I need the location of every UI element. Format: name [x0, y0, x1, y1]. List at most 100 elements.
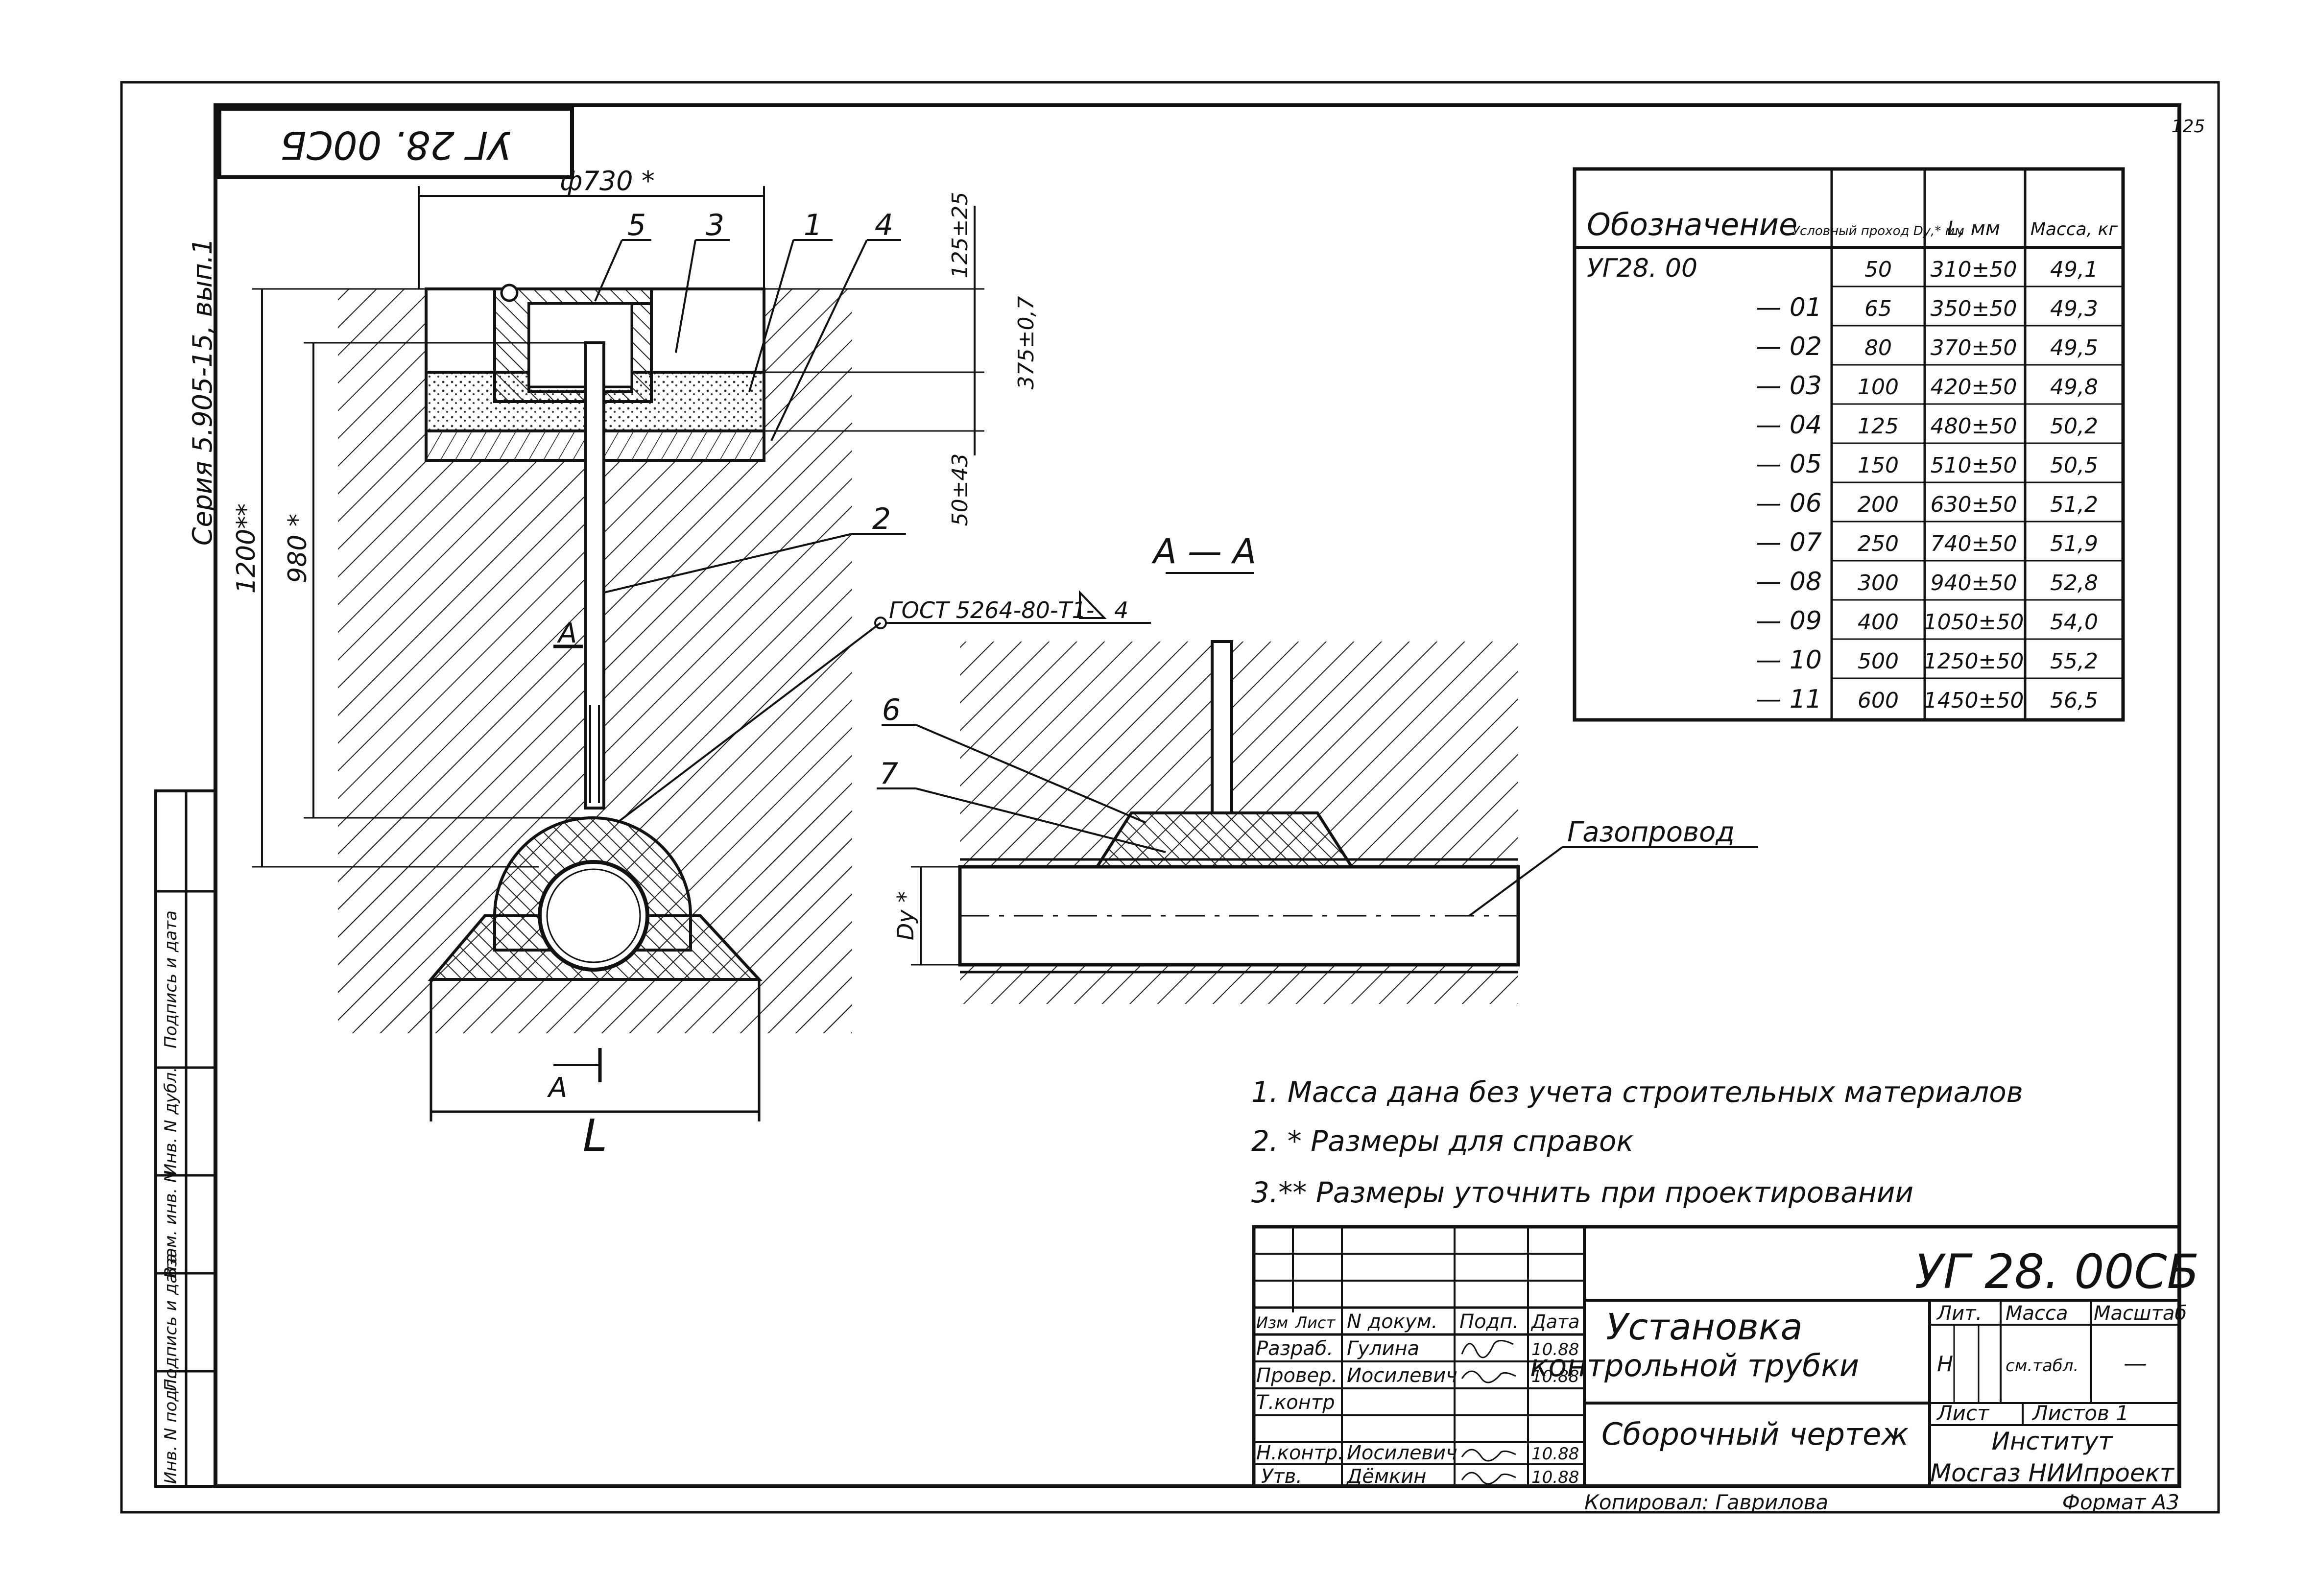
tb-mass-label: Масса	[2006, 1302, 2068, 1325]
table-cell: 49,3	[2050, 296, 2098, 321]
spec-table: Обозначение Условный проход Dу,* мм L, м…	[1573, 167, 2125, 722]
left-strip: Инв. N подл. Подпись и дата Взам. инв. N…	[154, 789, 217, 1488]
table-cell: 1250±50	[1924, 649, 2024, 674]
tb-sheet-label: Лист	[1936, 1401, 1990, 1425]
section-mark-bottom: А	[547, 1072, 567, 1104]
strip-sign-date-2: Подпись и дата	[161, 910, 181, 1048]
tb-code: УГ 28. 00СБ	[1915, 1244, 2199, 1299]
weld-spec: ГОСТ 5264-80-Т1-	[889, 597, 1094, 623]
table-cell: 630±50	[1931, 492, 2017, 517]
note-3: 3.** Размеры уточнить при проектировании	[1251, 1176, 1913, 1209]
table-cell: 600	[1858, 688, 1899, 713]
table-cell: 300	[1858, 571, 1899, 596]
top-stamp-code: УГ 28. 00СБ	[280, 122, 511, 167]
tb-format: Формат А3	[2062, 1490, 2179, 1514]
gas-pipe-label: Газопровод	[1567, 816, 1735, 848]
dim-375: 375±0,7	[1014, 296, 1039, 390]
table-cell: 50,5	[2050, 453, 2098, 478]
callout-5: 5	[627, 208, 646, 242]
section-tube	[1211, 640, 1233, 814]
strip-inv-podl: Инв. N подл.	[161, 1374, 181, 1484]
series-label: Серия 5.905-15, вып.1	[187, 238, 218, 546]
tb-role-utv: Утв.	[1261, 1465, 1302, 1488]
table-cell: 51,9	[2050, 531, 2098, 556]
notes: 1. Масса дана без учета строительных мат…	[1251, 1075, 2023, 1209]
table-cell: — 02	[1756, 332, 1822, 361]
table-cell: 51,2	[2050, 492, 2098, 517]
tb-name-utv: Дёмкин	[1346, 1465, 1426, 1488]
top-stamp: УГ 28. 00СБ	[217, 107, 574, 179]
dim-1200: 1200**	[232, 503, 261, 594]
tb-title-1: Установка	[1606, 1306, 1803, 1348]
tb-lit-value: Н	[1937, 1352, 1953, 1377]
tb-date-nkontr: 10.88	[1531, 1444, 1579, 1464]
table-cell: 50	[1864, 257, 1892, 282]
callout-4: 4	[875, 208, 893, 242]
table-cell: 510±50	[1931, 453, 2017, 478]
table-header-dn: Условный проход Dу,* мм	[1792, 224, 1964, 238]
table-header-designation: Обозначение	[1587, 207, 1797, 242]
signature-prover	[1461, 1370, 1516, 1383]
weld-leg: 4	[1114, 597, 1128, 623]
table-cell: 940±50	[1931, 571, 2017, 596]
section-mark-top: А	[557, 618, 577, 649]
table-cell: 80	[1864, 335, 1892, 360]
table-cell: 50,2	[2050, 414, 2098, 439]
table-cell: 49,5	[2050, 335, 2098, 360]
table-cell: 400	[1858, 610, 1899, 635]
tb-date-prover: 10.88	[1531, 1367, 1579, 1386]
callout-1: 1	[804, 208, 822, 242]
page-number: 125	[2172, 117, 2205, 137]
callout-2: 2	[872, 502, 891, 536]
tb-name-prover: Иосилевич	[1347, 1364, 1457, 1387]
table-cell: 740±50	[1931, 531, 2017, 556]
table-cell: 56,5	[2050, 688, 2098, 713]
table-cell: — 03	[1756, 371, 1822, 401]
tb-col-podp: Подп.	[1459, 1310, 1519, 1333]
dim-50: 50±43	[948, 453, 973, 526]
title-block: УГ 28. 00СБ Установка контрольной трубки…	[1252, 1225, 2199, 1514]
strip-vzam-inv: Взам. инв. N	[161, 1170, 181, 1279]
table-cell: — 08	[1756, 567, 1822, 596]
table-cell: 250	[1858, 531, 1899, 556]
table-cell: 125	[1858, 414, 1899, 439]
table-cell: 480±50	[1931, 414, 2017, 439]
table-cell: 49,1	[2050, 257, 2098, 282]
tb-scale-label: Масштаб	[2094, 1302, 2187, 1325]
signature-razrab	[1461, 1340, 1514, 1358]
tb-col-list: Лист	[1295, 1313, 1336, 1332]
strip-inv-dubl: Инв. N дубл.	[161, 1067, 181, 1176]
tb-lit-label: Лит.	[1936, 1302, 1982, 1325]
table-cell: 420±50	[1931, 375, 2017, 400]
signature-utv	[1461, 1472, 1516, 1485]
table-cell: 54,0	[2050, 610, 2098, 635]
table-cell: — 05	[1756, 450, 1822, 479]
gas-pipe-circle	[538, 860, 649, 972]
table-cell: 49,8	[2050, 375, 2098, 400]
callout-6: 6	[882, 693, 901, 727]
tb-date-razrab: 10.88	[1531, 1340, 1579, 1359]
table-cell: — 09	[1756, 606, 1822, 636]
callout-3: 3	[706, 208, 724, 242]
tb-col-ndok: N докум.	[1347, 1310, 1438, 1333]
table-cell: — 04	[1756, 410, 1822, 440]
tb-scale-value: —	[2124, 1350, 2147, 1377]
table-cell: 500	[1858, 649, 1899, 674]
tb-role-tkontr: Т.контр	[1256, 1391, 1335, 1414]
tb-institute-2: Мосгаз НИИпроект	[1930, 1459, 2175, 1487]
section-saddle	[1094, 811, 1355, 868]
tb-doc-type: Сборочный чертеж	[1601, 1416, 1909, 1452]
tb-title-2: контрольной трубки	[1530, 1348, 1859, 1383]
table-cell: 100	[1858, 375, 1899, 400]
table-cell: 1450±50	[1924, 688, 2024, 713]
table-cell: — 06	[1756, 489, 1822, 518]
table-cell: 52,8	[2050, 571, 2098, 596]
signature-nkontr	[1461, 1449, 1516, 1462]
tb-role-razrab: Разраб.	[1256, 1337, 1333, 1360]
note-2: 2. * Размеры для справок	[1251, 1124, 1633, 1158]
tb-role-nkontr: Н.контр.	[1256, 1442, 1344, 1464]
sheet-outer-frame	[120, 81, 2220, 1514]
table-cell: 310±50	[1931, 257, 2017, 282]
